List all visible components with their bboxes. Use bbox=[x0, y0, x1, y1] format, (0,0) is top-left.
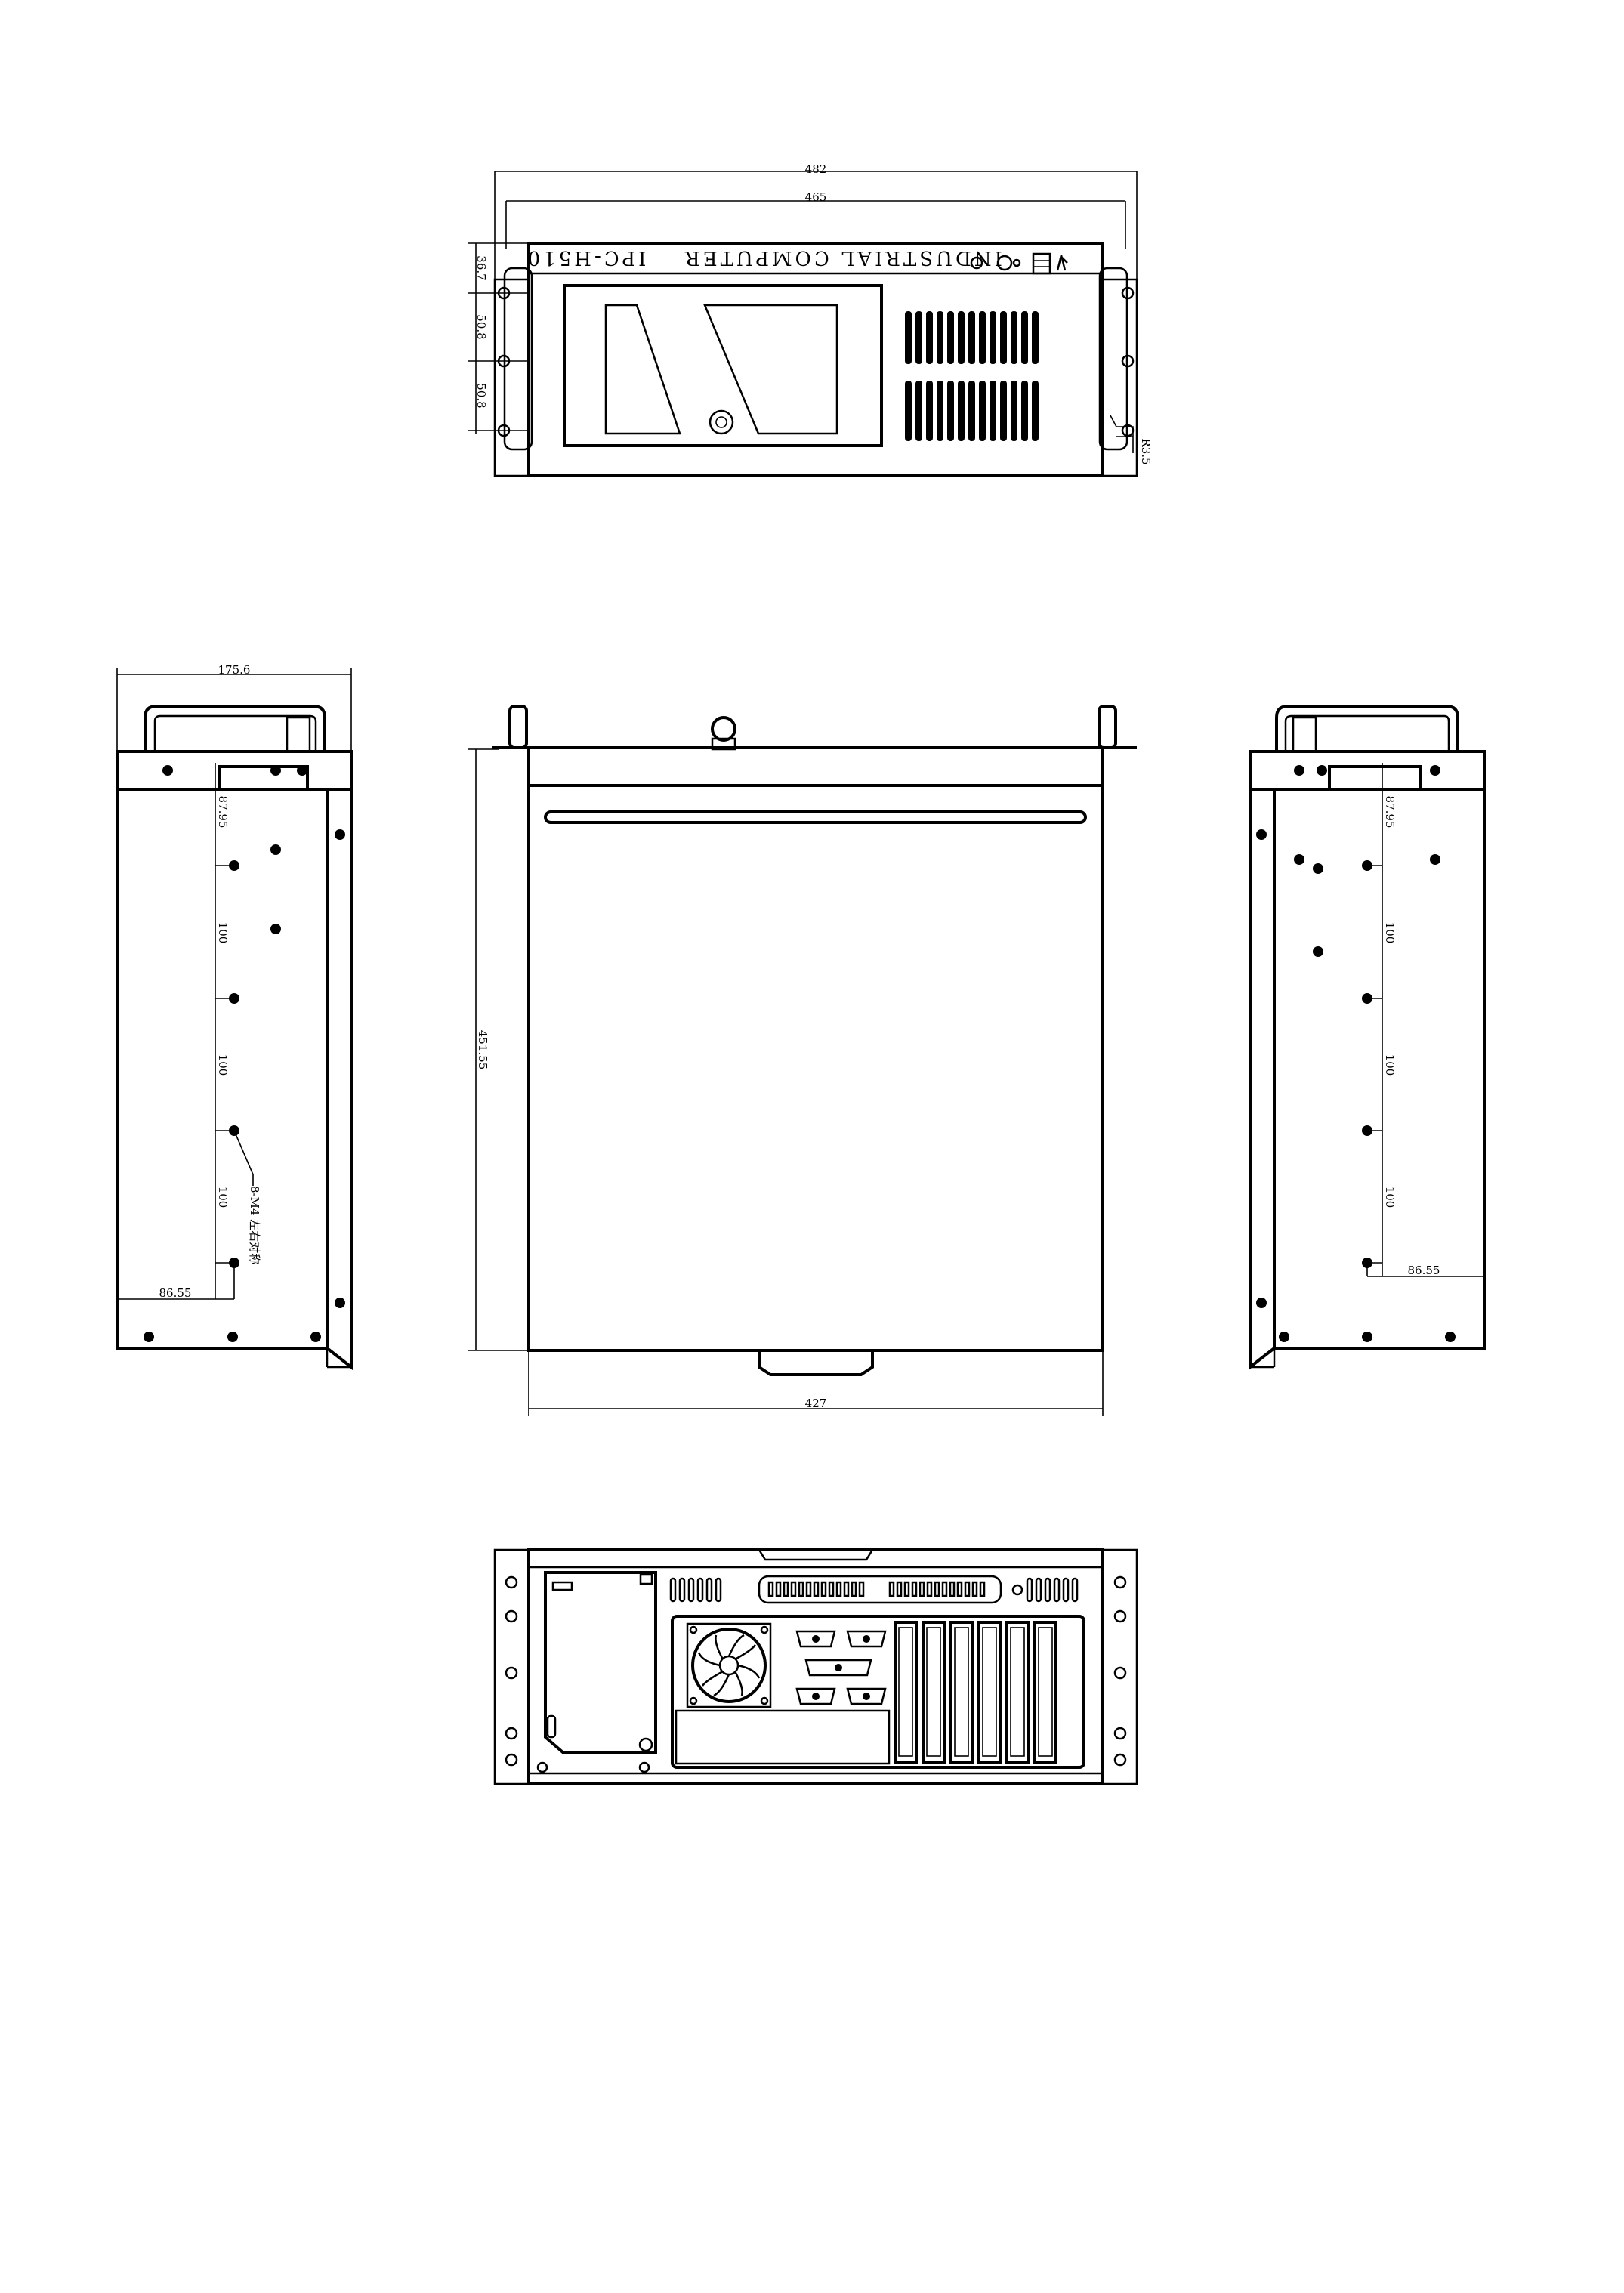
dim-top-offset: 36.7 bbox=[474, 255, 488, 280]
model-text: IPC-H510 bbox=[525, 246, 647, 269]
db-connectors bbox=[795, 1630, 887, 1705]
usb-symbol-icon bbox=[1056, 255, 1068, 271]
dim-first-hole: 87.95 bbox=[216, 796, 230, 829]
usb-port-icon bbox=[1032, 252, 1051, 275]
dim-pitch-1: 100 bbox=[1383, 922, 1397, 944]
front-vent-upper bbox=[905, 311, 1039, 364]
expansion-slots bbox=[894, 1621, 1057, 1764]
front-view: 482 465 36.7 50.8 50.8 INDUSTRIAL COMPUT… bbox=[468, 162, 1153, 477]
dim-first-hole: 87.95 bbox=[1383, 796, 1397, 829]
dim-width: 427 bbox=[805, 1396, 827, 1410]
handle-screw bbox=[286, 716, 311, 753]
left-side-view: 175.6 87.95 100 100 100 86.55 bbox=[116, 663, 353, 1371]
io-strip-slots bbox=[767, 1581, 986, 1597]
front-door bbox=[563, 284, 883, 447]
reset-button-icon bbox=[996, 255, 1013, 271]
dim-hole-pitch-2: 50.8 bbox=[474, 383, 488, 408]
psu-bay bbox=[544, 1571, 657, 1754]
blank-panel bbox=[675, 1709, 891, 1765]
dim-bottom-offset: 86.55 bbox=[159, 1286, 192, 1300]
power-button-icon bbox=[970, 256, 983, 270]
dim-inner-width: 465 bbox=[805, 190, 827, 204]
screw-note: 8-M4 左右对称 bbox=[248, 1186, 261, 1264]
motherboard-io-area bbox=[671, 1615, 1085, 1769]
dim-overall-width: 482 bbox=[805, 162, 827, 176]
dim-pitch-1: 100 bbox=[216, 922, 230, 944]
dim-hole-pitch-1: 50.8 bbox=[474, 314, 488, 339]
rear-vent-right bbox=[1026, 1577, 1079, 1603]
dim-radius: R3.5 bbox=[1139, 438, 1153, 464]
io-shield-strip bbox=[758, 1575, 1002, 1604]
dim-pitch-2: 100 bbox=[216, 1054, 230, 1076]
rear-view bbox=[493, 1548, 1138, 1785]
right-side-view: 87.95 100 100 100 86.55 bbox=[1249, 705, 1486, 1371]
dim-bottom-offset: 86.55 bbox=[1408, 1264, 1440, 1277]
handle-screw bbox=[1292, 716, 1317, 753]
top-view: 451.55 427 bbox=[468, 705, 1137, 1416]
fan-icon bbox=[691, 1628, 767, 1703]
brand-text: INDUSTRIAL COMPUTER bbox=[682, 246, 1002, 269]
fan-frame bbox=[686, 1622, 772, 1708]
lock-icon bbox=[709, 409, 734, 435]
dim-depth: 175.6 bbox=[218, 663, 251, 677]
front-vent-lower bbox=[905, 381, 1039, 441]
dim-pitch-3: 100 bbox=[1383, 1187, 1397, 1208]
rear-vent-left bbox=[669, 1577, 722, 1603]
dim-pitch-2: 100 bbox=[1383, 1054, 1397, 1076]
dim-length: 451.55 bbox=[476, 1030, 489, 1070]
lock-icon bbox=[711, 716, 736, 742]
dim-pitch-3: 100 bbox=[216, 1187, 230, 1208]
